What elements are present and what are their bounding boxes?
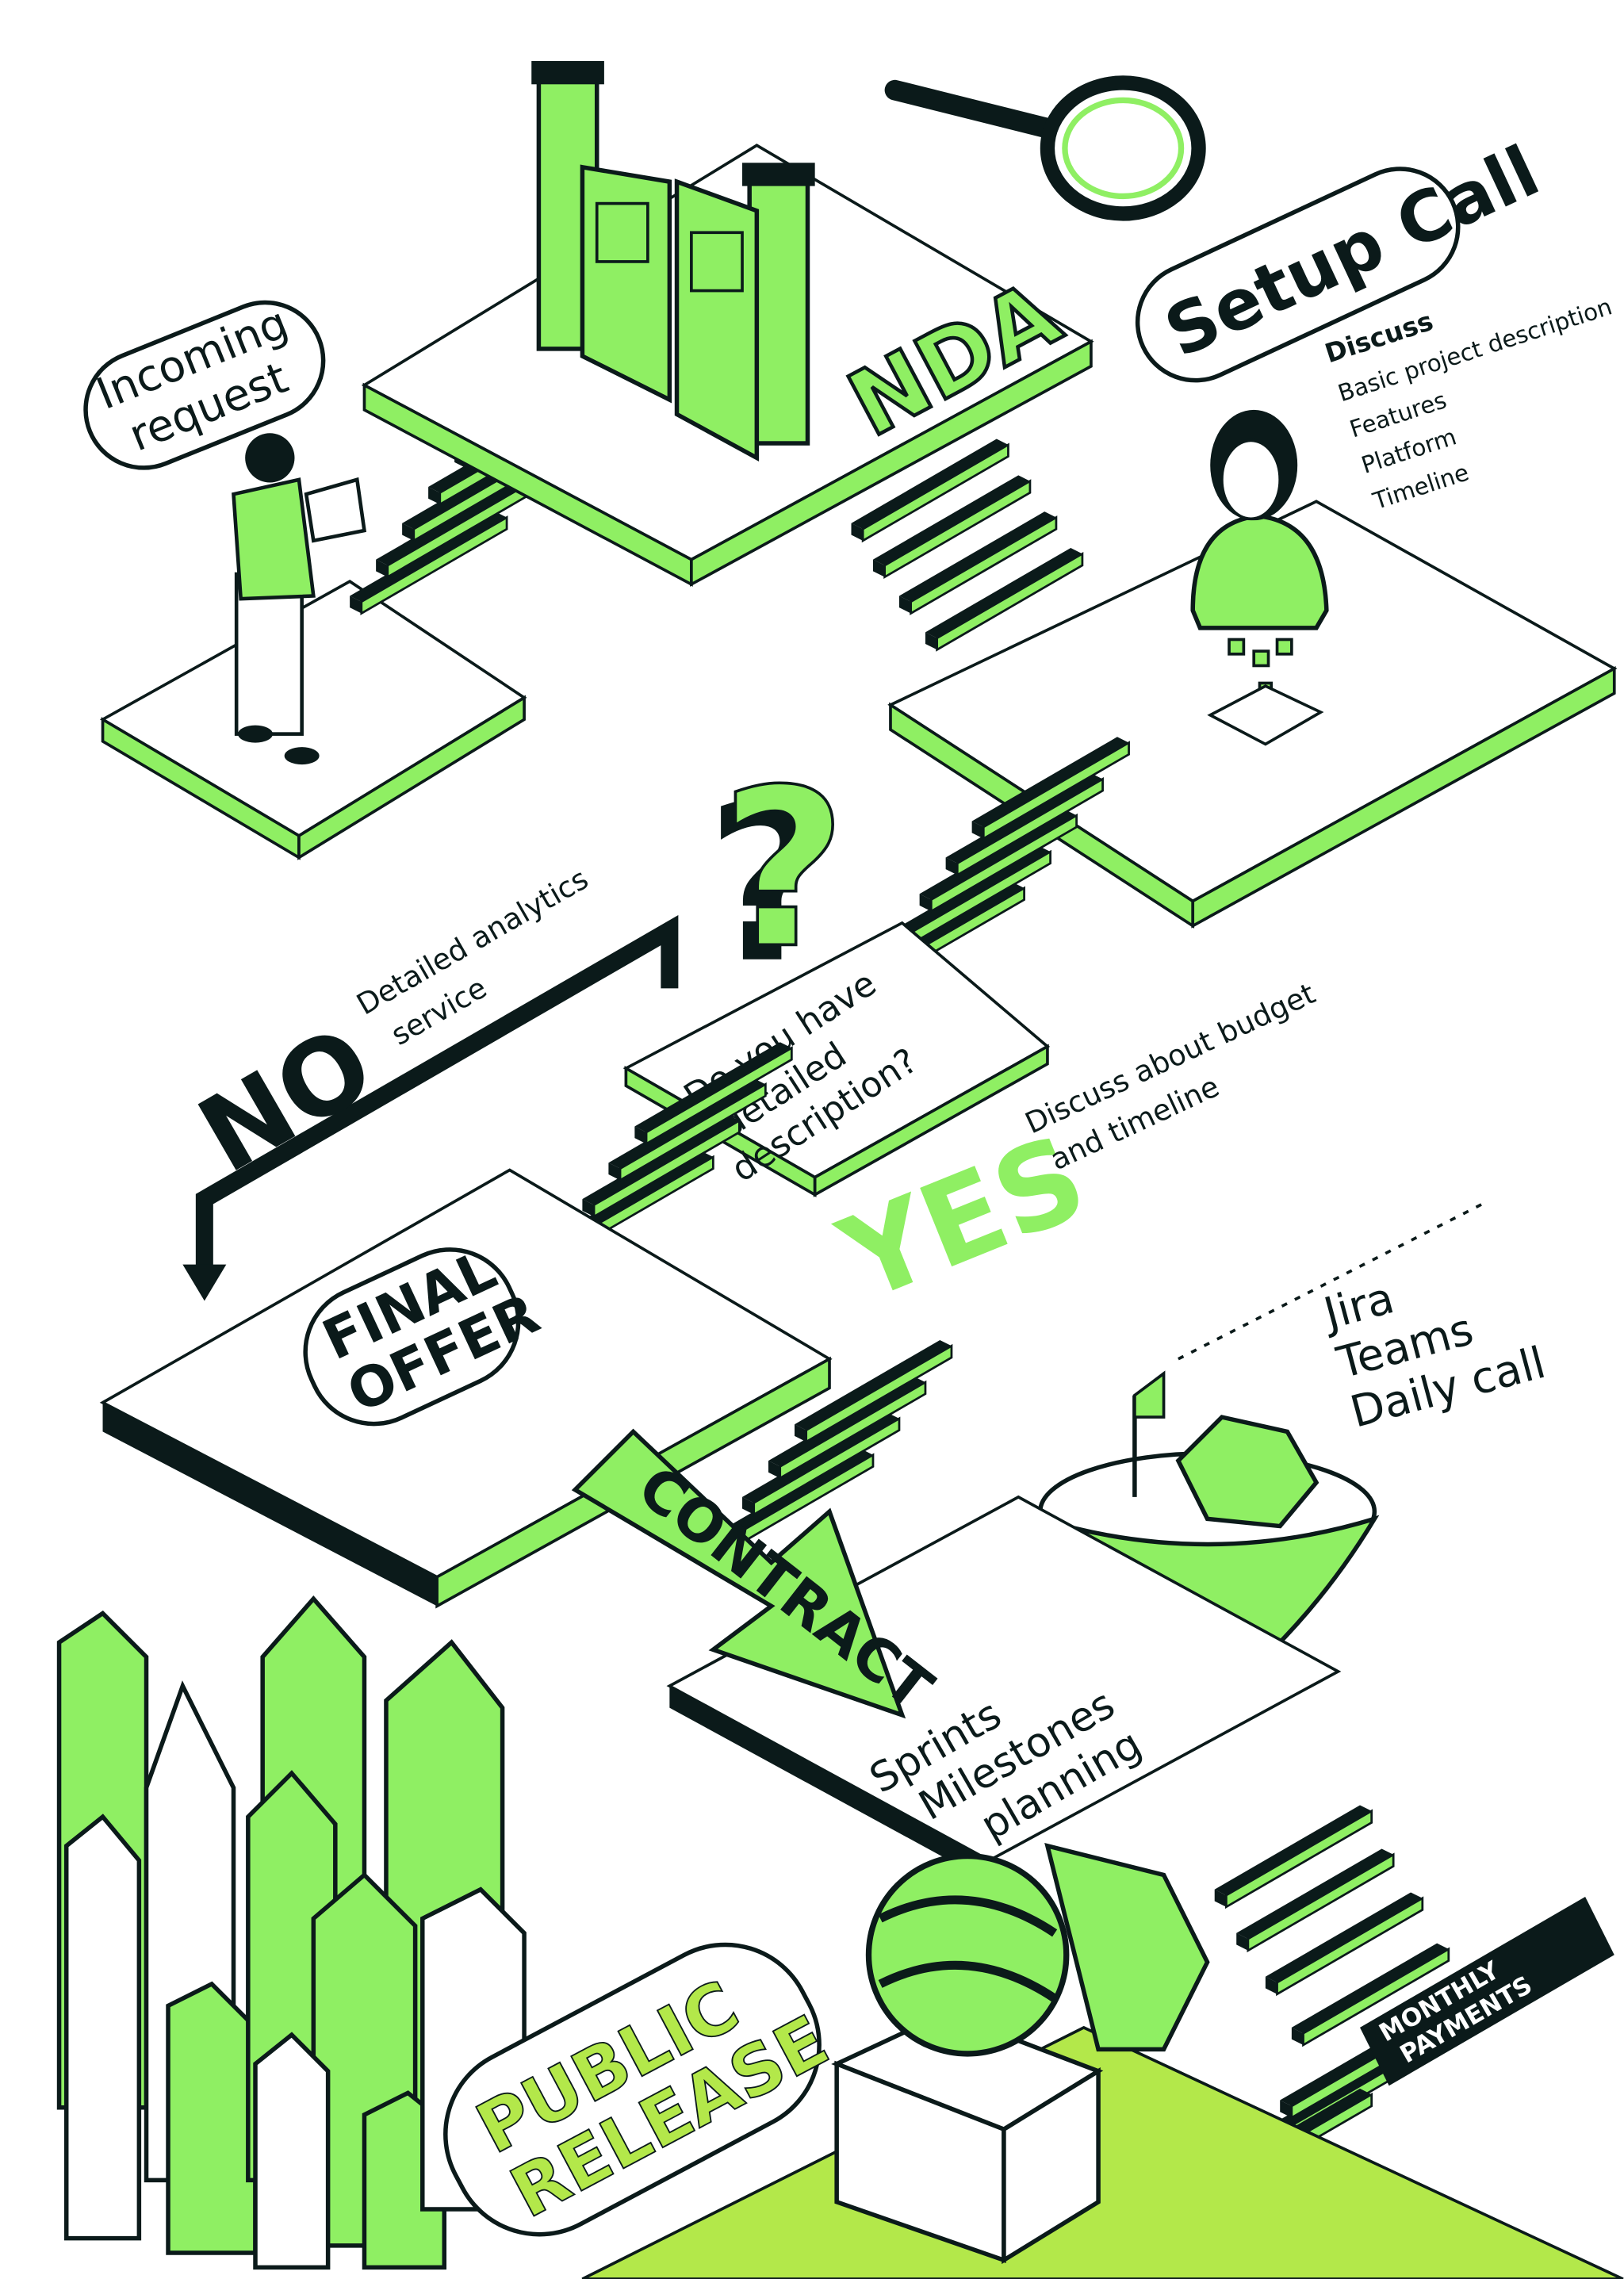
tools-list: Jira Teams Daily call — [1316, 1272, 1550, 1437]
no-label-group: NO — [180, 1004, 393, 1197]
incoming-request-bubble: Incoming request — [83, 297, 326, 470]
door-gate-icon — [531, 60, 815, 462]
magnifier-icon — [884, 75, 1206, 221]
svg-text:?: ? — [706, 757, 832, 1011]
woman-avatar-icon — [1190, 409, 1329, 746]
treasure-box-icon — [831, 1843, 1210, 2265]
release-ground — [581, 2025, 1624, 2279]
planning-platform — [666, 1495, 1342, 1883]
public-release-bubble: PUBLIC RELEASE — [443, 1942, 842, 2237]
yes-note: Discuss about budget and timeline — [1020, 976, 1320, 1177]
no-label: NO — [180, 1004, 393, 1197]
no-branch-arrow — [182, 915, 679, 1301]
person-reading-icon — [232, 433, 367, 765]
svg-text:?: ? — [721, 742, 847, 996]
contract-arrow — [571, 1428, 906, 1719]
question-mark-icon: ? ? — [706, 741, 848, 1011]
crystals-icon — [56, 1595, 527, 2270]
incoming-request-platform — [99, 580, 527, 860]
